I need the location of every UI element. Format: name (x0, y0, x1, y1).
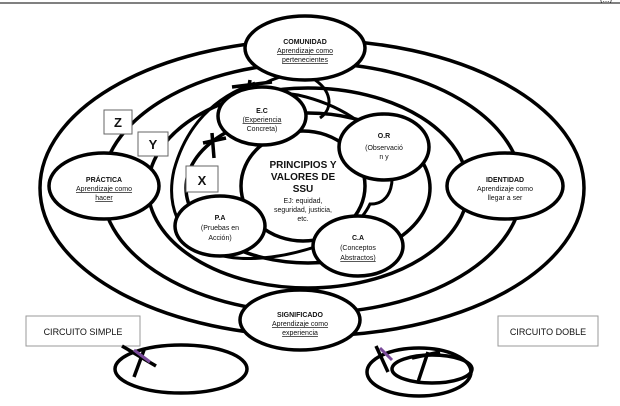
label-x: X (198, 173, 207, 188)
ca-title: C.A (352, 235, 364, 242)
ca-line2: Abstractos) (340, 255, 375, 262)
practica-title: PRÁCTICA (86, 175, 122, 184)
tick-top-bar (231, 80, 273, 89)
ec-line2: Concreta) (247, 126, 278, 133)
circuito-doble-box: CIRCUITO DOBLE (497, 315, 599, 347)
comunidad-node: COMUNIDAD Aprendizaje como perteneciente… (243, 14, 367, 82)
center-line1: PRINCIPIOS Y (269, 160, 336, 171)
comunidad-title: COMUNIDAD (283, 39, 327, 46)
significado-node: SIGNIFICADO Aprendizaje como experiencia (238, 288, 362, 352)
significado-title: SIGNIFICADO (277, 312, 323, 319)
center-example3: etc. (297, 216, 308, 223)
double-loop-diagram (365, 345, 474, 398)
comunidad-line2: pertenecientes (282, 57, 328, 64)
circuito-doble-label: CIRCUITO DOBLE (510, 327, 586, 337)
circuito-simple-label: CIRCUITO SIMPLE (44, 327, 123, 337)
center-example2: seguridad, justicia, (274, 207, 332, 214)
ec-title: E.C (256, 108, 268, 115)
pa-title: P.A (215, 215, 226, 222)
comunidad-line1: Aprendizaje como (277, 48, 333, 55)
pa-line1: (Pruebas en (201, 225, 239, 232)
label-z: Z (114, 115, 122, 130)
ca-line1: (Conceptos (340, 245, 376, 252)
simple-loop-diagram (113, 343, 249, 395)
label-y: Y (149, 137, 158, 152)
identidad-line1: Aprendizaje como (477, 186, 533, 193)
label-box-y: Y (137, 131, 169, 157)
identidad-line2: llegar a ser (488, 195, 523, 202)
or-title: O.R (378, 133, 390, 140)
center-line3: SSU (293, 184, 314, 195)
identidad-node: IDENTIDAD Aprendizaje como llegar a ser (445, 151, 565, 221)
significado-line2: experiencia (282, 330, 318, 337)
ca-node: C.A (Conceptos Abstractos) (311, 214, 405, 278)
label-box-x: X (185, 165, 219, 193)
or-line2: n y (379, 154, 389, 161)
pa-line2: Acción) (208, 235, 231, 242)
identidad-title: IDENTIDAD (486, 177, 524, 184)
center-example1: EJ: equidad, (284, 198, 323, 205)
ec-node: E.C (Experiencia Concreta) (216, 85, 308, 147)
practica-node: PRÁCTICA Aprendizaje como hacer (47, 151, 161, 221)
ec-line1: (Experiencia (243, 117, 282, 124)
or-line1: (Observació (365, 145, 403, 152)
pa-node: P.A (Pruebas en Acción) (173, 194, 267, 258)
significado-line1: Aprendizaje como (272, 321, 328, 328)
tick-mid-stem (210, 132, 216, 159)
practica-line1: Aprendizaje como (76, 186, 132, 193)
practica-line2: hacer (95, 195, 113, 202)
tick-mid-bar (202, 136, 227, 145)
header-fragment: (...) (600, 0, 612, 4)
center-line2: VALORES DE (271, 172, 336, 183)
circuito-simple-box: CIRCUITO SIMPLE (25, 315, 141, 347)
label-box-z: Z (103, 109, 133, 135)
center-node: PRINCIPIOS Y VALORES DE SSU EJ: equidad,… (239, 129, 367, 243)
or-node: O.R (Observació n y (337, 112, 431, 182)
